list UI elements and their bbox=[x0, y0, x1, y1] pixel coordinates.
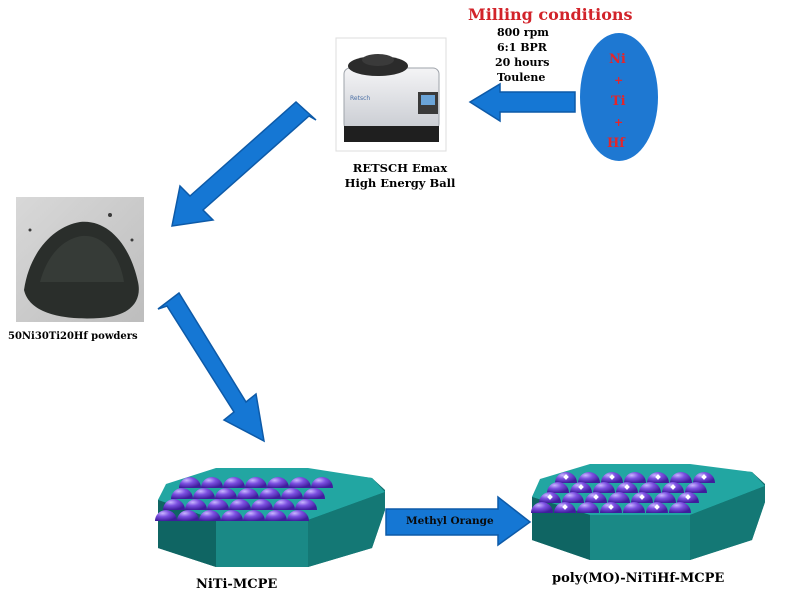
condition-time: 20 hours bbox=[495, 56, 550, 69]
sphere-particle bbox=[670, 472, 692, 483]
plus-sign-1: + bbox=[614, 74, 624, 87]
sphere-particle bbox=[201, 477, 223, 488]
sphere-particle bbox=[267, 477, 289, 488]
polymer-deposit bbox=[670, 484, 676, 490]
sphere-particle bbox=[608, 492, 630, 503]
poly-mo-label: poly(MO)-NiTiHf-MCPE bbox=[552, 571, 725, 586]
sphere-particle bbox=[265, 510, 287, 521]
sphere-particle bbox=[237, 488, 259, 499]
methyl-orange-arrow bbox=[385, 495, 532, 547]
ball-mill-image: Retsch bbox=[335, 37, 447, 152]
element-hf: Hf bbox=[607, 136, 625, 151]
ball-mill-caption-line1: RETSCH Emax bbox=[352, 161, 448, 175]
mill-brand: Retsch bbox=[350, 95, 370, 102]
sphere-particle bbox=[193, 488, 215, 499]
methyl-orange-label: Methyl Orange bbox=[406, 515, 494, 527]
polymer-deposit bbox=[685, 494, 691, 500]
sphere-particle bbox=[287, 510, 309, 521]
sphere-particle bbox=[221, 510, 243, 521]
arrow-to-mill bbox=[468, 82, 576, 123]
sphere-particle bbox=[245, 477, 267, 488]
sphere-particle bbox=[199, 510, 221, 521]
sphere-particle bbox=[229, 499, 251, 510]
element-ti: Ti bbox=[611, 94, 626, 109]
arrow-to-powder bbox=[171, 100, 317, 227]
sphere-particle bbox=[303, 488, 325, 499]
powder-caption: 50Ni30Ti20Hf powders bbox=[8, 331, 138, 342]
polymer-deposit bbox=[593, 494, 599, 500]
polymer-deposit bbox=[701, 474, 707, 480]
sphere-particle bbox=[685, 482, 707, 493]
sphere-particle bbox=[669, 502, 691, 513]
sphere-particle bbox=[177, 510, 199, 521]
sphere-particle bbox=[311, 477, 333, 488]
polymer-deposit bbox=[547, 494, 553, 500]
sphere-particle bbox=[289, 477, 311, 488]
sphere-particle bbox=[223, 477, 245, 488]
polymer-deposit bbox=[624, 484, 630, 490]
sphere-particle bbox=[295, 499, 317, 510]
ball-mill-caption-line2: High Energy Ball bbox=[344, 176, 456, 190]
condition-speed: 800 rpm bbox=[497, 26, 549, 39]
powder-image bbox=[16, 197, 144, 322]
plus-sign-2: + bbox=[614, 116, 624, 129]
milling-conditions-heading: Milling conditions bbox=[468, 5, 633, 24]
element-ni: Ni bbox=[609, 52, 626, 67]
niti-mcpe-electrode bbox=[155, 468, 385, 567]
polymer-deposit bbox=[563, 474, 569, 480]
sphere-particle bbox=[215, 488, 237, 499]
polymer-deposit bbox=[654, 504, 660, 510]
condition-solvent: Toulene bbox=[497, 71, 546, 84]
polymer-deposit bbox=[562, 504, 568, 510]
arrow-to-electrode bbox=[157, 291, 265, 443]
sphere-particle bbox=[654, 492, 676, 503]
sphere-particle bbox=[639, 482, 661, 493]
sphere-particle bbox=[273, 499, 295, 510]
sphere-particle bbox=[623, 502, 645, 513]
polymer-deposit bbox=[655, 474, 661, 480]
sphere-particle bbox=[624, 472, 646, 483]
sphere-particle bbox=[259, 488, 281, 499]
sphere-particle bbox=[578, 472, 600, 483]
sphere-particle bbox=[179, 477, 201, 488]
sphere-particle bbox=[593, 482, 615, 493]
sphere-particle bbox=[163, 499, 185, 510]
sphere-particle bbox=[562, 492, 584, 503]
condition-bpr: 6:1 BPR bbox=[497, 41, 547, 54]
polymer-deposit bbox=[639, 494, 645, 500]
sphere-particle bbox=[243, 510, 265, 521]
poly-mo-niti-hf-mcpe-electrode bbox=[531, 464, 765, 560]
sphere-particle bbox=[207, 499, 229, 510]
ball-mill-caption: RETSCH Emax High Energy Ball bbox=[330, 161, 470, 191]
polymer-deposit bbox=[578, 484, 584, 490]
sphere-particle bbox=[577, 502, 599, 513]
elements-ellipse bbox=[580, 33, 658, 161]
polymer-deposit bbox=[608, 504, 614, 510]
sphere-particle bbox=[171, 488, 193, 499]
sphere-particle bbox=[281, 488, 303, 499]
sphere-particle bbox=[531, 502, 553, 513]
niti-mcpe-label: NiTi-MCPE bbox=[196, 577, 278, 592]
sphere-particle bbox=[185, 499, 207, 510]
sphere-particle bbox=[251, 499, 273, 510]
sphere-particle bbox=[155, 510, 177, 521]
sphere-particle bbox=[547, 482, 569, 493]
polymer-deposit bbox=[609, 474, 615, 480]
